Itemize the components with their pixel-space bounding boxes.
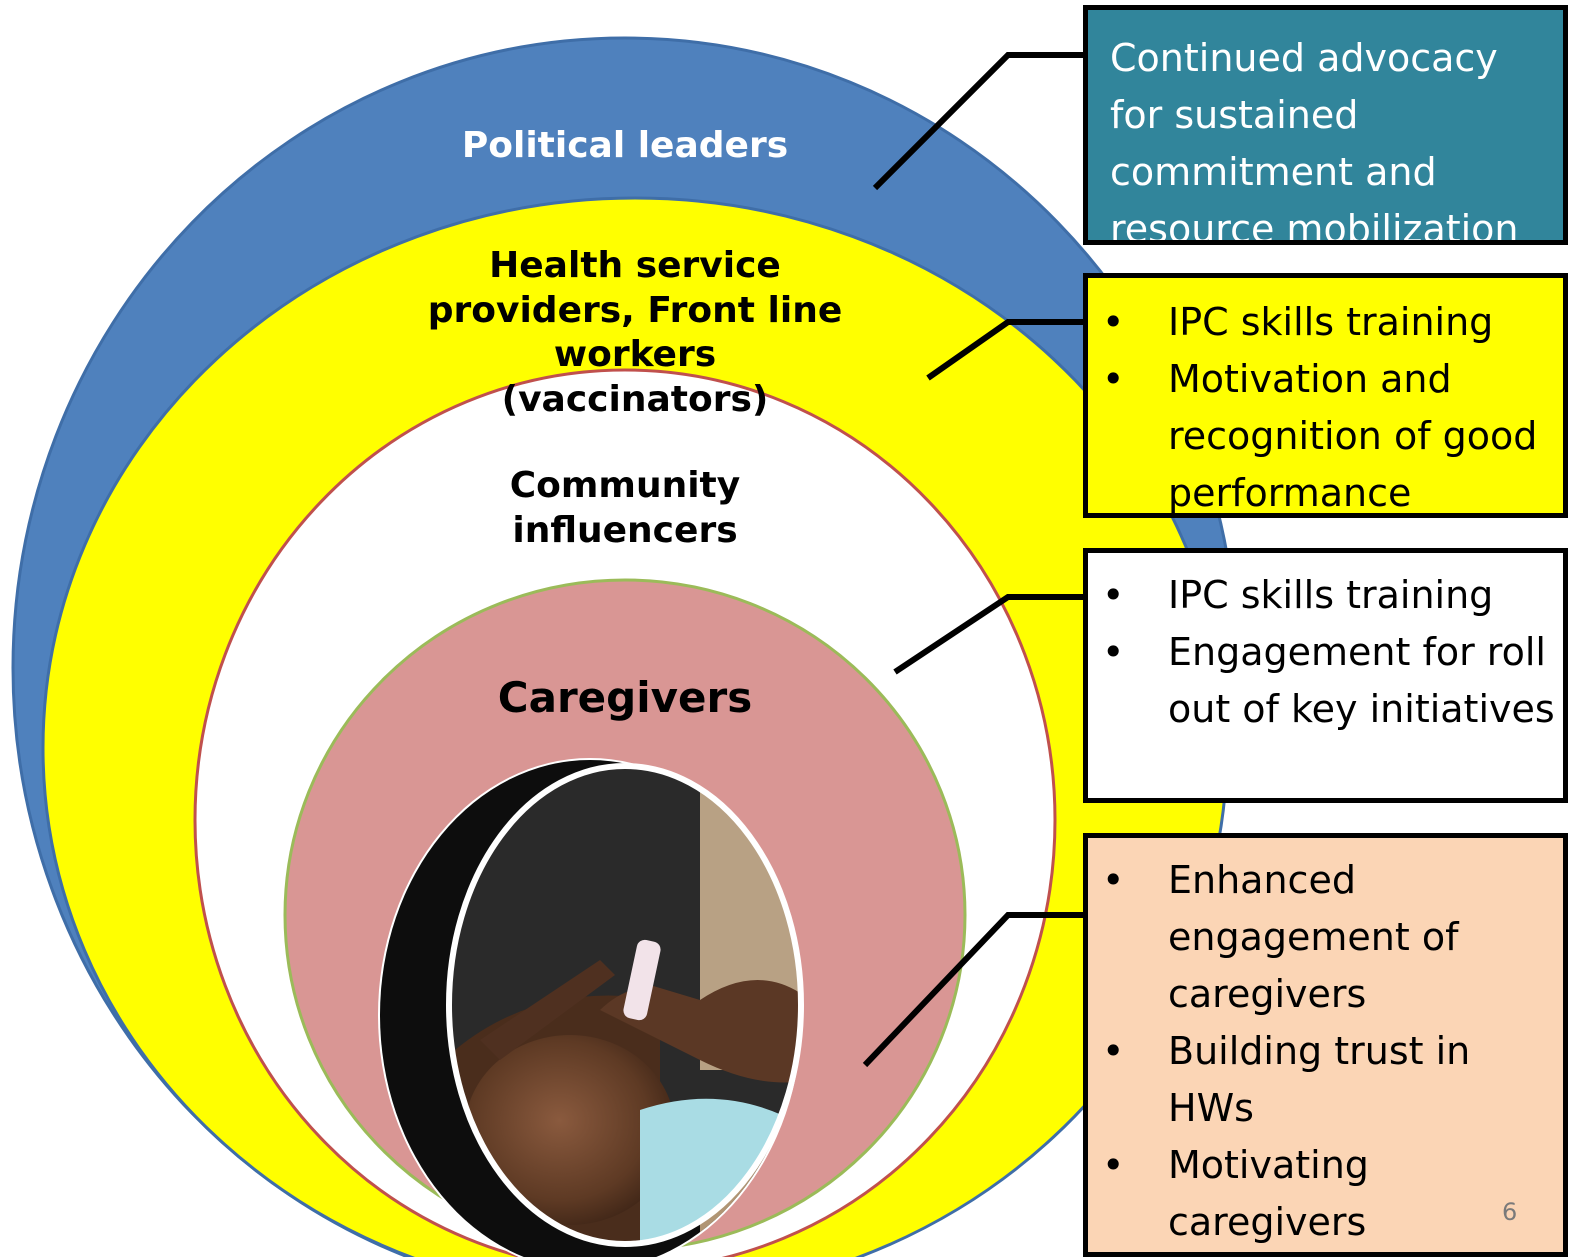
health-actions-box: •IPC skills training •Motivation and rec… bbox=[1083, 273, 1568, 518]
community-action-item: •IPC skills training bbox=[1102, 573, 1494, 617]
connector-political bbox=[872, 52, 1090, 191]
page-number: 6 bbox=[1502, 1198, 1518, 1226]
connector-community bbox=[893, 594, 1090, 675]
community-action-item: •Engagement for roll out of key initiati… bbox=[1102, 630, 1555, 731]
connector-caregivers bbox=[862, 912, 1090, 1068]
political-actions-box: Continued advocacy for sustained commitm… bbox=[1083, 5, 1568, 245]
caregivers-label: Caregivers bbox=[497, 673, 753, 722]
caregivers-action-item: •Building trust in HWs bbox=[1102, 1029, 1471, 1130]
community-actions-box: •IPC skills training •Engagement for rol… bbox=[1083, 548, 1568, 803]
community-influencers-label: Community influencers bbox=[509, 465, 741, 551]
health-service-providers-label: Health service providers, Front line wor… bbox=[427, 245, 843, 420]
caregivers-action-item: •Motivating caregivers bbox=[1102, 1143, 1369, 1244]
connector-health bbox=[926, 319, 1090, 381]
political-leaders-label: Political leaders bbox=[461, 125, 789, 166]
infant-vaccination-photo-icon bbox=[378, 758, 804, 1257]
caregivers-action-item: •Enhanced engagement of caregivers bbox=[1102, 858, 1459, 1016]
political-actions-text: Continued advocacy for sustained commitm… bbox=[1110, 36, 1519, 245]
caregivers-actions-box: •Enhanced engagement of caregivers •Buil… bbox=[1083, 833, 1568, 1257]
health-action-item: •Motivation and recognition of good perf… bbox=[1102, 357, 1538, 515]
health-action-item: •IPC skills training bbox=[1102, 300, 1494, 344]
